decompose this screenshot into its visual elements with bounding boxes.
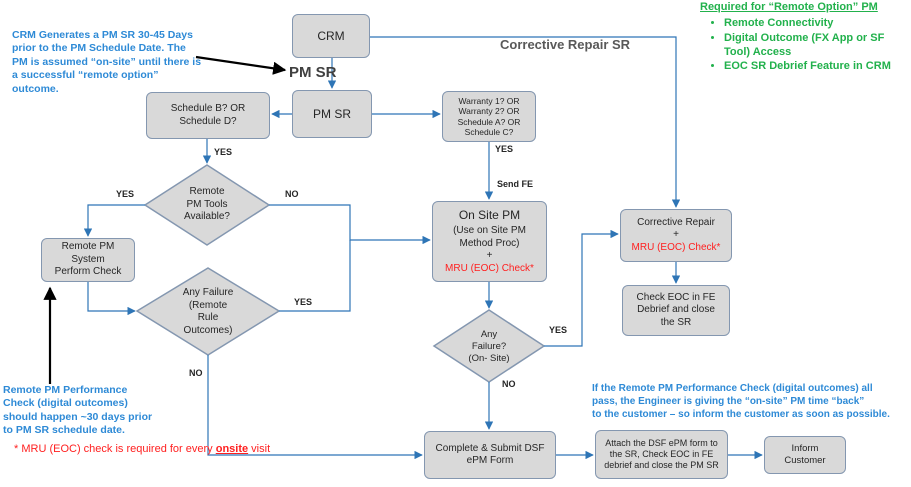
footnote-text-end: visit xyxy=(248,443,271,455)
remote-check-line: Remote PM xyxy=(61,241,115,253)
onsite-pm-box: On Site PM (Use on Site PM Method Proc) … xyxy=(432,201,547,282)
inform-customer-box: Inform Customer xyxy=(764,436,846,474)
note-if-remote-pass: If the Remote PM Performance Check (digi… xyxy=(592,383,890,421)
note-crm-generates: CRM Generates a PM SR 30-45 Days prior t… xyxy=(12,29,201,96)
attach-dsf-line: debrief and close the PM SR xyxy=(604,460,719,471)
onsite-pm-line: + xyxy=(486,250,493,261)
warranty-box: Warranty 1? OR Warranty 2? OR Schedule A… xyxy=(442,91,536,142)
required-item: Remote Connectivity xyxy=(724,16,910,30)
required-item: EOC SR Debrief Feature in CRM xyxy=(724,59,910,73)
corrective-mru: MRU (EOC) Check* xyxy=(631,241,721,253)
note-line: If the Remote PM Performance Check (digi… xyxy=(592,383,873,394)
note-line: prior to the PM Schedule Date. The xyxy=(12,42,186,55)
connector-onsite-yes xyxy=(544,229,619,347)
onsite-pm-mru: MRU (EOC) Check* xyxy=(445,262,534,274)
note-line: pass, the Engineer is giving the “on-sit… xyxy=(592,395,865,407)
required-remote-option-panel: Required for “Remote Option” PM Remote C… xyxy=(700,0,910,73)
onsite-pm-title: On Site PM xyxy=(458,208,521,222)
remote-check-line: Perform Check xyxy=(54,266,122,278)
note-line: PM is assumed “on-site” until there is xyxy=(12,55,202,68)
label-no-onsite: NO xyxy=(502,379,516,389)
footnote-text: * MRU (EOC) check is required for every xyxy=(14,443,216,455)
corrective-line: + xyxy=(673,229,679,241)
any-failure-remote-text: Any Failure (Remote Rule Outcomes) xyxy=(158,284,258,340)
warranty-line: Schedule C? xyxy=(464,126,514,137)
any-failure-onsite-line: Failure? xyxy=(471,341,507,353)
note-line: a successful “remote option” xyxy=(12,69,159,82)
schedule-bd-line: Schedule B? OR xyxy=(170,103,246,114)
crm-box: CRM xyxy=(292,14,370,58)
remote-tools-line: Available? xyxy=(184,211,230,223)
inform-line: Customer xyxy=(784,455,826,466)
required-list: Remote Connectivity Digital Outcome (FX … xyxy=(700,16,910,73)
remote-tools-text: Remote PM Tools Available? xyxy=(157,183,257,227)
corrective-repair-sr-label: Corrective Repair SR xyxy=(500,37,631,52)
label-send-fe: Send FE xyxy=(497,179,534,189)
complete-submit-line: Complete & Submit DSF xyxy=(435,442,545,454)
any-failure-remote-line: Any Failure xyxy=(182,287,234,298)
crm-label: CRM xyxy=(317,28,345,43)
note-line: should happen ~30 days prior xyxy=(3,410,153,423)
note-remote-performance: Remote PM Performance Check (digital out… xyxy=(3,384,152,438)
note-line: to PM SR schedule date. xyxy=(3,424,125,437)
label-yes-warranty: YES xyxy=(495,144,514,154)
any-failure-onsite-line: (On- Site) xyxy=(468,352,510,364)
pm-sr-label: PM SR xyxy=(312,106,351,121)
inform-line: Inform xyxy=(791,443,819,455)
label-no-failure: NO xyxy=(189,368,203,378)
footnote-mru: * MRU (EOC) check is required for every … xyxy=(14,443,270,455)
pm-sr-box: PM SR xyxy=(292,90,372,138)
attach-dsf-line: the SR, Check EOC in FE xyxy=(609,448,714,459)
note-line: CRM Generates a PM SR 30-45 Days xyxy=(12,29,193,41)
warranty-line: Schedule A? OR xyxy=(457,116,521,127)
any-failure-remote-line: (Remote xyxy=(188,299,228,311)
check-eoc-line: Check EOC in FE xyxy=(636,291,716,303)
required-item: Digital Outcome (FX App or SF Tool) Acce… xyxy=(724,31,910,60)
label-no-tools: NO xyxy=(285,189,299,199)
remote-tools-line: PM Tools xyxy=(186,198,228,210)
schedule-bd-box: Schedule B? OR Schedule D? xyxy=(146,92,270,139)
footnote-emphasis: onsite xyxy=(215,443,249,455)
attach-dsf-line: Attach the DSF ePM form to xyxy=(605,437,718,448)
remote-tools-diamond xyxy=(143,164,271,246)
connector-crm-corrective xyxy=(370,36,681,208)
pm-sr-big-label: PM SR xyxy=(289,64,337,81)
label-yes-tools: YES xyxy=(116,189,135,199)
any-failure-remote-line: Rule xyxy=(197,312,219,323)
any-failure-remote-line: Outcomes) xyxy=(183,324,233,336)
connector-failure-no xyxy=(207,355,423,460)
schedule-bd-line: Schedule D? xyxy=(179,115,237,127)
check-eoc-line: Debrief and close xyxy=(637,304,715,316)
check-eoc-line: the SR xyxy=(660,316,692,328)
warranty-line: Warranty 2? OR xyxy=(458,106,520,117)
corrective-line: Corrective Repair xyxy=(637,216,715,228)
complete-submit-line: ePM Form xyxy=(466,455,514,466)
warranty-line: Warranty 1? OR xyxy=(458,96,520,107)
remote-check-box: Remote PM System Perform Check xyxy=(41,238,135,282)
attach-dsf-box: Attach the DSF ePM form to the SR, Check… xyxy=(595,430,728,479)
label-yes-failure: YES xyxy=(294,297,313,307)
note-line: Check (digital outcomes) xyxy=(3,397,128,410)
connector-check-failure xyxy=(87,282,136,316)
note-line: to the customer – so inform the customer… xyxy=(592,408,890,420)
note-line: Remote PM Performance xyxy=(3,384,128,396)
any-failure-onsite-text: Any Failure? (On- Site) xyxy=(449,327,529,367)
complete-submit-box: Complete & Submit DSF ePM Form xyxy=(424,431,556,479)
remote-tools-line: Remote xyxy=(189,186,225,198)
connector-tools-yes xyxy=(83,204,145,237)
onsite-pm-line: (Use on Site PM xyxy=(453,225,526,236)
check-eoc-box: Check EOC in FE Debrief and close the SR xyxy=(622,285,730,336)
connector-tools-no xyxy=(269,204,431,245)
label-yes-onsite: YES xyxy=(549,325,568,335)
any-failure-onsite-line: Any xyxy=(480,329,498,341)
note-line: outcome. xyxy=(12,82,59,95)
remote-check-line: System xyxy=(71,253,105,265)
corrective-repair-box: Corrective Repair + MRU (EOC) Check* xyxy=(620,209,732,262)
connector-failure-yes xyxy=(279,240,351,312)
callout-arrow-crm xyxy=(195,55,287,75)
label-yes-schedbd: YES xyxy=(214,147,233,157)
onsite-pm-line: Method Proc) xyxy=(459,237,520,249)
required-title: Required for “Remote Option” PM xyxy=(700,1,878,13)
